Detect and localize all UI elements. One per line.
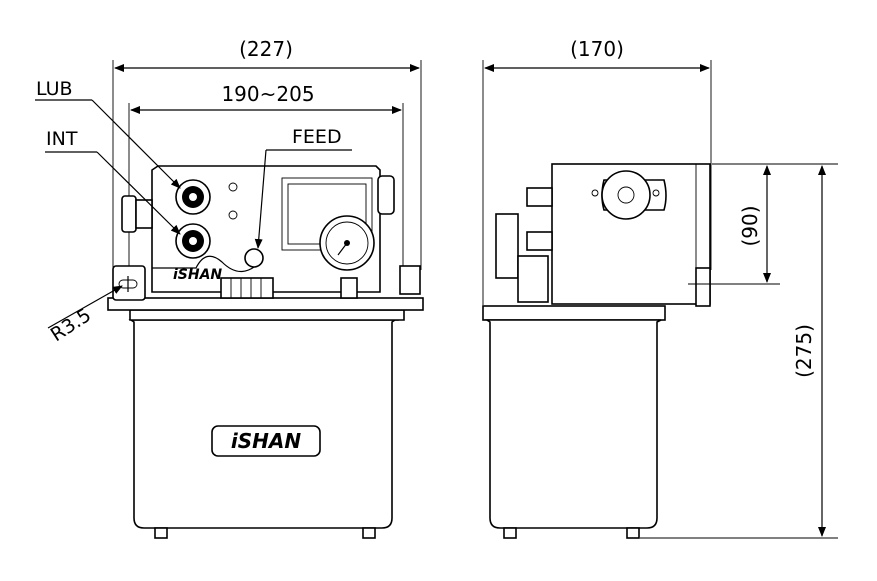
- int-label: INT: [46, 128, 78, 150]
- lub-label: LUB: [36, 78, 73, 100]
- side-tank: [482, 305, 666, 539]
- dimension-overall-width: (227): [112, 37, 422, 300]
- feed-button-icon: [244, 248, 264, 268]
- leader-lub: LUB: [35, 78, 181, 189]
- side-pump-head: [495, 163, 711, 307]
- int-knob-icon: [175, 223, 211, 259]
- head-height-label: (90): [738, 205, 762, 246]
- pump-head: iSHAN: [121, 165, 421, 299]
- overall-width-label: (227): [239, 37, 293, 61]
- head-brand-logo: iSHAN: [173, 267, 222, 283]
- brand-plate: [211, 425, 321, 457]
- dimension-mount-width: 190~205: [128, 82, 404, 290]
- overall-depth-label: (170): [570, 37, 624, 61]
- dimension-head-height: (90): [688, 163, 780, 285]
- mount-width-label: 190~205: [221, 82, 314, 106]
- leader-feed: FEED: [254, 126, 352, 249]
- pressure-gauge-icon: [319, 215, 375, 299]
- tank: iSHAN: [128, 309, 405, 539]
- dimension-overall-height: (275): [640, 163, 838, 539]
- dimension-overall-depth: (170): [482, 37, 712, 305]
- brand-logo: iSHAN: [231, 429, 301, 453]
- side-gauge-icon: [591, 170, 667, 220]
- front-view: (227) 190~205 iSHAN R3.5: [35, 37, 424, 539]
- feed-label: FEED: [292, 126, 342, 148]
- overall-height-label: (275): [792, 324, 816, 378]
- lub-knob-icon: [175, 179, 211, 215]
- side-view: (170): [482, 37, 838, 539]
- leader-int: INT: [45, 128, 181, 235]
- slot-radius-label: R3.5: [47, 304, 95, 346]
